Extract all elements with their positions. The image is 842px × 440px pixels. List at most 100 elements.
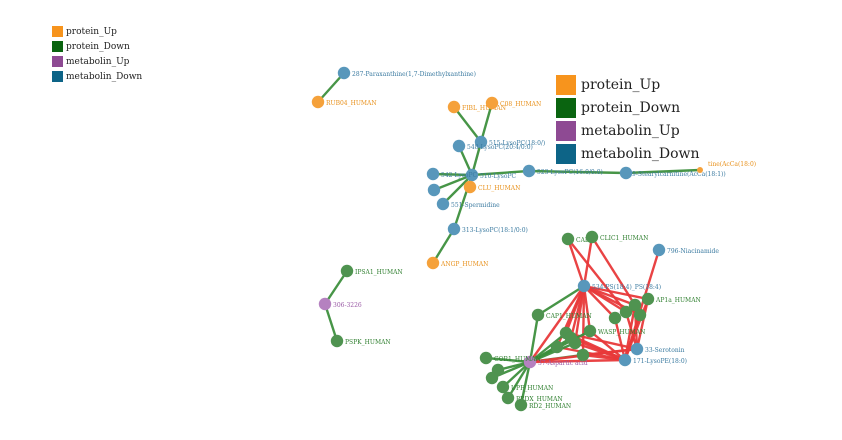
node-circle[interactable] bbox=[633, 308, 647, 322]
node-circle[interactable] bbox=[585, 230, 599, 244]
node-label: CLU_HUMAN bbox=[478, 185, 520, 192]
node-circle[interactable] bbox=[628, 298, 642, 312]
node-nCLU[interactable]: CLU_HUMAN bbox=[463, 180, 521, 194]
node-circle[interactable] bbox=[452, 139, 466, 153]
edge-n33-nH1 bbox=[565, 331, 638, 351]
node-n306[interactable]: 306-3226 bbox=[318, 297, 362, 311]
node-nCAP1[interactable]: CAP1_HUMAN bbox=[531, 308, 592, 322]
node-circle[interactable] bbox=[550, 340, 564, 354]
node-n523[interactable]: 523-LysoPC(16:0/0:0) bbox=[522, 164, 603, 178]
node-circle[interactable] bbox=[583, 324, 597, 338]
node-circle[interactable] bbox=[641, 292, 655, 306]
node-n515[interactable]: 515-LysoPC(18:0/) bbox=[474, 135, 545, 149]
legend-large-swatch-metabolin-down bbox=[556, 143, 576, 164]
legend-large-item-protein-up: protein_Up bbox=[556, 73, 700, 96]
node-circle[interactable] bbox=[630, 342, 644, 356]
node-circle[interactable] bbox=[561, 232, 575, 246]
node-circle[interactable] bbox=[522, 164, 536, 178]
node-circle[interactable] bbox=[463, 180, 477, 194]
node-circle[interactable] bbox=[447, 100, 461, 114]
node-nRUB04[interactable]: RUB04_HUMAN bbox=[311, 95, 377, 109]
node-n534[interactable]: 534-PS(18:4)_PS(18:4) bbox=[577, 279, 661, 293]
edge-n534-nH5 bbox=[569, 285, 586, 339]
node-nG2[interactable] bbox=[619, 305, 633, 319]
node-circle[interactable] bbox=[618, 353, 632, 367]
node-circle[interactable] bbox=[608, 311, 622, 325]
node-circle[interactable] bbox=[514, 398, 528, 412]
node-nCLIC1[interactable]: CLIC1_HUMAN bbox=[585, 230, 649, 244]
node-circle[interactable] bbox=[619, 305, 633, 319]
node-circle[interactable] bbox=[496, 380, 510, 394]
node-n287[interactable]: 287-Paraxanthine(1,7-Dimethylxanthine) bbox=[337, 66, 476, 80]
legend-item-protein-up: protein_Up bbox=[52, 24, 142, 39]
node-label: 796-Niacinamide bbox=[667, 248, 719, 255]
node-circle[interactable] bbox=[436, 197, 450, 211]
node-nG3[interactable] bbox=[633, 308, 647, 322]
legend-swatch-protein-down bbox=[52, 41, 63, 52]
node-circle[interactable] bbox=[340, 264, 354, 278]
node-circle[interactable] bbox=[577, 279, 591, 293]
node-circle[interactable] bbox=[652, 243, 666, 257]
node-label: 37-Aspartic acid bbox=[538, 360, 588, 367]
node-label: FIBL_HUMAN bbox=[462, 105, 506, 112]
node-n548[interactable]: 548-LysoPC(20:4/0:0) bbox=[452, 139, 533, 153]
node-circle[interactable] bbox=[523, 355, 537, 369]
node-label: ANGP_HUMAN bbox=[440, 261, 488, 268]
node-circle[interactable] bbox=[697, 167, 703, 173]
node-circle[interactable] bbox=[337, 66, 351, 80]
node-circle[interactable] bbox=[474, 135, 488, 149]
node-circle[interactable] bbox=[426, 167, 440, 181]
node-nWASP[interactable]: WASP_HUMAN bbox=[583, 324, 646, 338]
node-nH3[interactable] bbox=[550, 340, 564, 354]
node-nANGP[interactable]: ANGP_HUMAN bbox=[426, 256, 489, 270]
node-nIPSA1[interactable]: IPSA1_HUMAN bbox=[340, 264, 403, 278]
node-circle[interactable] bbox=[531, 308, 545, 322]
node-circle[interactable] bbox=[501, 391, 515, 405]
node-label: UPF_HUMAN bbox=[511, 385, 553, 392]
node-circle[interactable] bbox=[485, 96, 499, 110]
node-circle[interactable] bbox=[318, 297, 332, 311]
node-nC08[interactable]: C08_HUMAN bbox=[485, 96, 541, 110]
node-nCAL[interactable]: CAL bbox=[561, 232, 589, 246]
node-n171[interactable]: 171-LysoPE(18:0) bbox=[618, 353, 687, 367]
node-circle[interactable] bbox=[427, 183, 441, 197]
node-nSperm[interactable]: 551-Spermidine bbox=[436, 197, 500, 211]
legend-large-item-metabolin-down: metabolin_Down bbox=[556, 142, 700, 165]
node-label: COR1_HUMAN bbox=[494, 356, 541, 363]
node-nAP1a[interactable]: AP1a_HUMAN bbox=[641, 292, 701, 306]
node-n796[interactable]: 796-Niacinamide bbox=[652, 243, 720, 257]
node-nH4[interactable] bbox=[576, 348, 590, 362]
node-nG1[interactable] bbox=[628, 298, 642, 312]
node-nG4[interactable] bbox=[608, 311, 622, 325]
node-nFIBL[interactable]: FIBL_HUMAN bbox=[447, 100, 506, 114]
edge-n510-nSperm bbox=[442, 174, 473, 205]
node-nH5[interactable] bbox=[564, 331, 578, 345]
node-n33[interactable]: 33-Serotonin bbox=[630, 342, 685, 356]
node-n510[interactable]: 510-LysoPC bbox=[465, 168, 517, 182]
node-circle[interactable] bbox=[465, 168, 479, 182]
node-nAsp[interactable]: 37-Aspartic acid bbox=[523, 355, 588, 369]
node-circle[interactable] bbox=[426, 256, 440, 270]
node-circle[interactable] bbox=[330, 334, 344, 348]
edge-nFIBL-n515 bbox=[453, 106, 482, 143]
node-nUPF[interactable]: UPF_HUMAN bbox=[496, 380, 553, 394]
node-nAcCa[interactable]: tine(AcCa(18:0) bbox=[697, 161, 756, 173]
node-circle[interactable] bbox=[311, 95, 325, 109]
node-circle[interactable] bbox=[564, 331, 578, 345]
node-nL2[interactable] bbox=[485, 371, 499, 385]
node-circle[interactable] bbox=[479, 351, 493, 365]
node-circle[interactable] bbox=[447, 222, 461, 236]
node-n9ste[interactable]: 9-Stearylcarnitine(AcCa(18:1)) bbox=[619, 166, 726, 180]
node-nPRDX[interactable]: PRDX_HUMAN bbox=[501, 391, 563, 405]
node-label: 313-LysoPC(18:1/0:0) bbox=[462, 227, 528, 234]
node-n5xa[interactable] bbox=[427, 183, 441, 197]
legend-large-label-metabolin-down: metabolin_Down bbox=[581, 145, 700, 162]
node-circle[interactable] bbox=[619, 166, 633, 180]
node-n542[interactable]: 542-LysoPC bbox=[426, 167, 478, 181]
node-circle[interactable] bbox=[485, 371, 499, 385]
node-nPSPK[interactable]: PSPK_HUMAN bbox=[330, 334, 391, 348]
node-nRD2[interactable]: RD2_HUMAN bbox=[514, 398, 571, 412]
node-n313[interactable]: 313-LysoPC(18:1/0:0) bbox=[447, 222, 528, 236]
node-circle[interactable] bbox=[576, 348, 590, 362]
node-nCOR1[interactable]: COR1_HUMAN bbox=[479, 351, 541, 365]
